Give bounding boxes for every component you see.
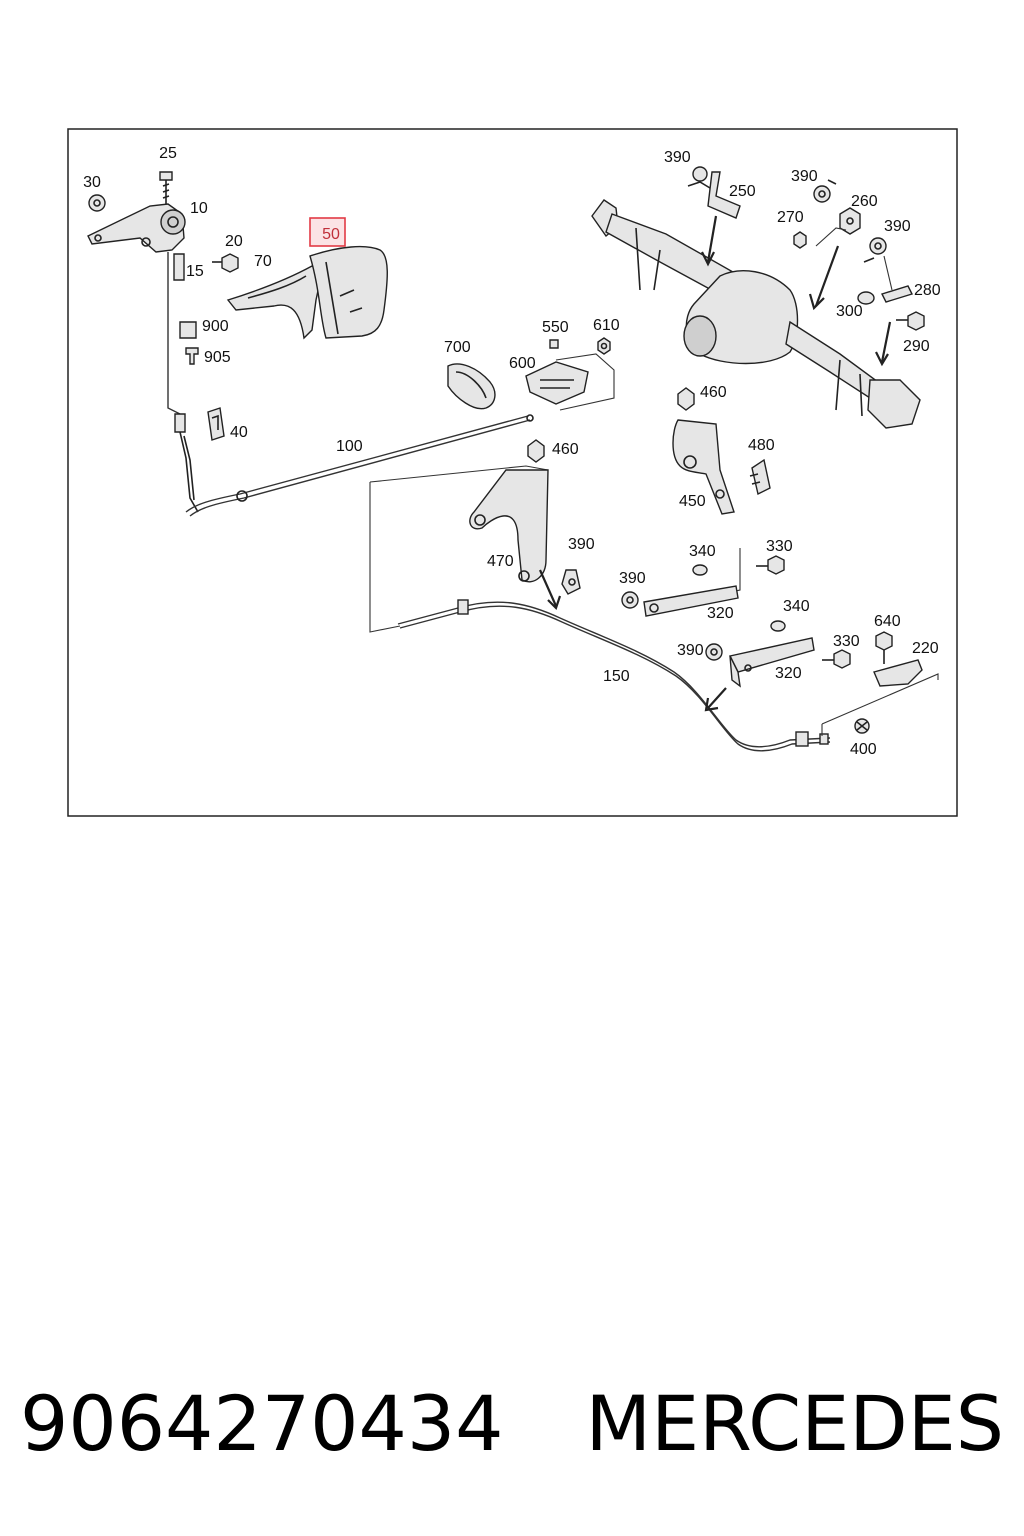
part-bracket-450: [672, 419, 735, 515]
callout-100: 100: [336, 438, 363, 455]
callout-270: 270: [777, 209, 804, 226]
part-nut-270: [793, 231, 807, 249]
callout-15: 15: [186, 263, 204, 280]
callout-40: 40: [230, 424, 248, 441]
callout-600: 600: [509, 355, 536, 372]
callout-700: 700: [444, 339, 471, 356]
callout-390-top-right: 390: [884, 218, 911, 235]
part-pin-550: [549, 339, 559, 349]
part-bolt-25: [159, 171, 173, 204]
part-nut-460a: [527, 439, 545, 463]
callout-460-right: 460: [700, 384, 727, 401]
callout-470: 470: [487, 553, 514, 570]
callout-320-lower: 320: [775, 665, 802, 682]
callout-340-lower: 340: [783, 598, 810, 615]
callout-480: 480: [748, 437, 775, 454]
part-bolt-640: [875, 631, 893, 664]
part-cover-50: [309, 245, 388, 339]
brand-name: MERCEDES: [585, 1378, 1005, 1468]
callout-290: 290: [903, 338, 930, 355]
part-clip-390a: [561, 569, 581, 595]
callout-260: 260: [851, 193, 878, 210]
callout-550: 550: [542, 319, 569, 336]
callout-460-center: 460: [552, 441, 579, 458]
part-cable-150: [397, 599, 831, 752]
part-clamp-900: [179, 321, 197, 339]
part-cable-end-lever: [174, 413, 199, 513]
part-clip-15: [173, 253, 185, 281]
callout-150: 150: [603, 668, 630, 685]
callout-340-upper: 340: [689, 543, 716, 560]
callout-900: 900: [202, 318, 229, 335]
callout-250: 250: [729, 183, 756, 200]
part-clip-390d: [687, 166, 711, 189]
part-clip-390c: [705, 643, 723, 661]
callout-50: 50: [322, 226, 340, 243]
callout-450: 450: [679, 493, 706, 510]
part-clip-400: [854, 718, 870, 734]
part-clip-390e: [813, 179, 837, 203]
part-number-footer: 9064270434 MERCEDES: [0, 1368, 1024, 1478]
part-rear-axle: [591, 199, 921, 429]
callout-30: 30: [83, 174, 101, 191]
callout-390-center: 390: [568, 536, 595, 553]
part-bolt-330a: [756, 555, 785, 575]
part-lever-bracket: [87, 203, 186, 253]
callout-220: 220: [912, 640, 939, 657]
part-plate-280: [881, 285, 913, 303]
part-nut-610: [597, 337, 611, 355]
part-bolt-330b: [822, 649, 851, 669]
part-clip-390b: [621, 591, 639, 609]
part-clip-390f: [863, 237, 887, 263]
part-clip-40: [207, 407, 225, 441]
callout-330-lower: 330: [833, 633, 860, 650]
part-nut-460b: [677, 387, 695, 411]
part-strap-320b: [728, 637, 815, 688]
callout-390-lower: 390: [677, 642, 704, 659]
part-bracket-250: [707, 171, 741, 219]
callout-70: 70: [254, 253, 272, 270]
part-mechanism-600: [525, 361, 589, 405]
part-bolt-20: [212, 253, 239, 273]
callout-280: 280: [914, 282, 941, 299]
callout-320-upper: 320: [707, 605, 734, 622]
part-bolt-290: [896, 311, 925, 331]
callout-300: 300: [836, 303, 863, 320]
part-number: 9064270434: [19, 1378, 504, 1468]
callout-905: 905: [204, 349, 231, 366]
part-bracket-220: [873, 659, 923, 687]
callout-20: 20: [225, 233, 243, 250]
callout-330-upper: 330: [766, 538, 793, 555]
part-strap-320a: [643, 585, 739, 617]
callout-400: 400: [850, 741, 877, 758]
callout-25: 25: [159, 145, 177, 162]
part-washer-340b: [770, 620, 786, 632]
part-clip-480: [749, 458, 771, 496]
part-washer-300: [857, 291, 875, 305]
part-bracket-260: [839, 207, 861, 235]
callout-390-top-mid: 390: [791, 168, 818, 185]
part-handle-700: [447, 363, 496, 410]
callout-640: 640: [874, 613, 901, 630]
part-cover-70: [226, 265, 323, 340]
callout-10: 10: [190, 200, 208, 217]
part-nut-30: [88, 194, 106, 212]
part-cable-100: [185, 414, 534, 517]
callout-390-top: 390: [664, 149, 691, 166]
part-plug-905: [185, 347, 199, 365]
callout-390-lower-left: 390: [619, 570, 646, 587]
callout-50-highlight-box: [309, 217, 346, 247]
callout-610: 610: [593, 317, 620, 334]
part-washer-340a: [692, 564, 708, 576]
